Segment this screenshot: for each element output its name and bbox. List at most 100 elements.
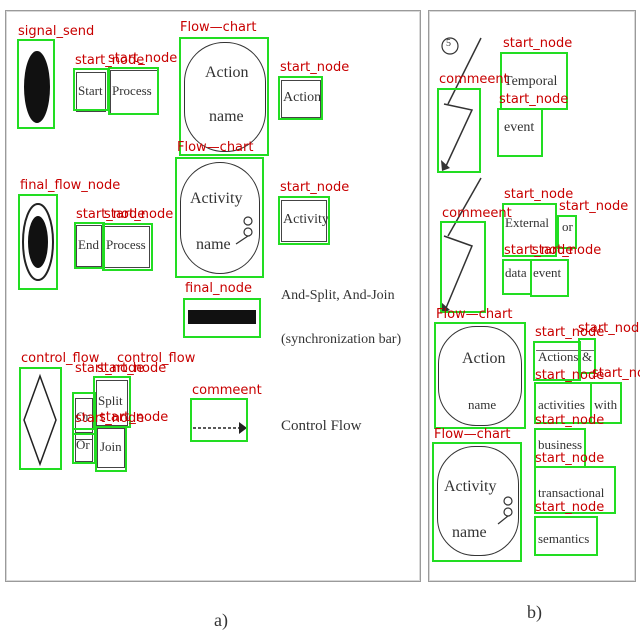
event-text-2: event bbox=[533, 265, 562, 280]
activity-plain-text: Activity bbox=[283, 212, 329, 227]
annotation-label: start_node bbox=[75, 361, 145, 376]
signal-send-symbol bbox=[24, 51, 50, 123]
join-symbol bbox=[97, 428, 125, 468]
activity-rounded-symbol bbox=[180, 162, 260, 274]
annotation-box bbox=[18, 194, 58, 290]
annotation-label: start_node bbox=[280, 60, 350, 75]
join-text: Join bbox=[100, 439, 122, 454]
circle-number: 5 bbox=[446, 38, 451, 49]
annotation-label: start_node bbox=[104, 207, 174, 222]
annotation-box bbox=[72, 392, 96, 435]
annotation-box bbox=[17, 39, 55, 129]
annotation-box bbox=[502, 203, 557, 257]
annotation-label: start_node bbox=[499, 92, 569, 107]
activity-text-line2: name bbox=[196, 236, 231, 253]
activity-rake-icon-b bbox=[497, 496, 513, 525]
annotation-label: Flow—chart bbox=[436, 307, 513, 322]
annotation-label: commeent bbox=[439, 72, 509, 87]
annotation-box bbox=[183, 298, 261, 338]
annotation-label: start_node bbox=[559, 199, 629, 214]
annotation-label: start_node bbox=[535, 413, 605, 428]
annotation-label: start_node bbox=[535, 451, 605, 466]
control-flow-diamond bbox=[23, 373, 57, 467]
annotation-box bbox=[440, 221, 486, 313]
action-text-line1: Action bbox=[205, 64, 249, 81]
annotation-label: start_node bbox=[75, 53, 145, 68]
action-text-line2: name bbox=[209, 108, 244, 125]
activity-rounded-symbol-b bbox=[437, 446, 519, 556]
panel-b-caption: b) bbox=[527, 602, 542, 622]
action-text-b-line1: Action bbox=[462, 350, 506, 367]
annotation-box bbox=[72, 428, 96, 464]
control-flow-desc: Control Flow bbox=[281, 418, 362, 434]
annotation-label: start_node bbox=[280, 180, 350, 195]
amp-text: & bbox=[582, 349, 593, 364]
annotation-box bbox=[557, 215, 577, 249]
annotation-label: start_node bbox=[75, 411, 145, 426]
with-text: with bbox=[594, 397, 618, 412]
annotation-label: final_flow_node bbox=[20, 178, 121, 193]
action-text-b-line2: name bbox=[468, 397, 497, 412]
end-text: End bbox=[78, 237, 99, 252]
action-rounded-symbol-b bbox=[438, 326, 522, 426]
annotation-label: start_node bbox=[532, 243, 602, 258]
annotation-box bbox=[533, 341, 581, 381]
annotation-box bbox=[432, 442, 522, 562]
annotation-label: start_node bbox=[97, 361, 167, 376]
annotation-label: start_node bbox=[578, 321, 640, 336]
annotation-label: start_node bbox=[535, 368, 605, 383]
annotation-label: start_node bbox=[592, 366, 640, 381]
external-text: External bbox=[505, 215, 550, 230]
annotation-box bbox=[590, 382, 622, 424]
annotation-box bbox=[278, 196, 330, 245]
time-event-symbol bbox=[441, 37, 482, 171]
business-text: business bbox=[538, 437, 583, 452]
activity-text-line1: Activity bbox=[190, 190, 243, 207]
annotation-box bbox=[434, 322, 526, 429]
annotation-box bbox=[578, 338, 596, 374]
or-symbol-2 bbox=[75, 432, 93, 462]
annotation-box bbox=[175, 157, 264, 278]
process-text-1: Process bbox=[112, 83, 152, 98]
annotation-label: start_node bbox=[503, 36, 573, 51]
annotation-box bbox=[534, 466, 616, 514]
annotation-label: commeent bbox=[192, 383, 262, 398]
annotation-box bbox=[19, 367, 62, 470]
actions-underline bbox=[536, 350, 596, 351]
activity-text-b-line2: name bbox=[452, 524, 487, 541]
annotation-label: start_node bbox=[76, 207, 146, 222]
annotation-box bbox=[179, 37, 269, 156]
annotation-label: final_node bbox=[185, 281, 252, 296]
action-plain-text: Action bbox=[283, 90, 322, 105]
annotation-box bbox=[73, 68, 109, 111]
activity-plain-symbol bbox=[281, 200, 327, 242]
annotation-label: control_flow bbox=[21, 351, 100, 366]
activities-text: activities bbox=[538, 397, 585, 412]
or-text-2: Or bbox=[76, 437, 90, 452]
final-flow-node-symbol bbox=[22, 203, 54, 281]
action-rounded-symbol bbox=[184, 42, 266, 152]
start-symbol bbox=[76, 72, 106, 112]
start-text: Start bbox=[78, 83, 103, 98]
data-text: data bbox=[505, 265, 527, 280]
or-symbol-1 bbox=[75, 398, 93, 440]
annotation-box bbox=[502, 259, 532, 295]
annotation-box bbox=[74, 222, 105, 269]
activity-text-b-line1: Activity bbox=[444, 478, 497, 495]
annotation-box bbox=[497, 108, 543, 157]
synchronization-bar bbox=[188, 310, 256, 324]
annotation-label: start_node bbox=[535, 325, 605, 340]
annotation-box bbox=[534, 516, 598, 556]
or-text-1: Or bbox=[76, 409, 90, 424]
activity-rake-icon bbox=[235, 216, 253, 245]
annotation-box bbox=[278, 76, 323, 120]
sync-bar-desc-line1: And-Split, And-Join bbox=[281, 288, 395, 303]
annotation-label: commeent bbox=[442, 206, 512, 221]
action-plain-symbol bbox=[281, 80, 321, 118]
annotation-box bbox=[108, 67, 159, 115]
annotation-label: control_flow bbox=[117, 351, 196, 366]
annotation-label: Flow—chart bbox=[177, 140, 254, 155]
annotation-box bbox=[190, 398, 248, 442]
annotation-box bbox=[530, 259, 569, 297]
panel-a-caption: a) bbox=[214, 610, 228, 630]
